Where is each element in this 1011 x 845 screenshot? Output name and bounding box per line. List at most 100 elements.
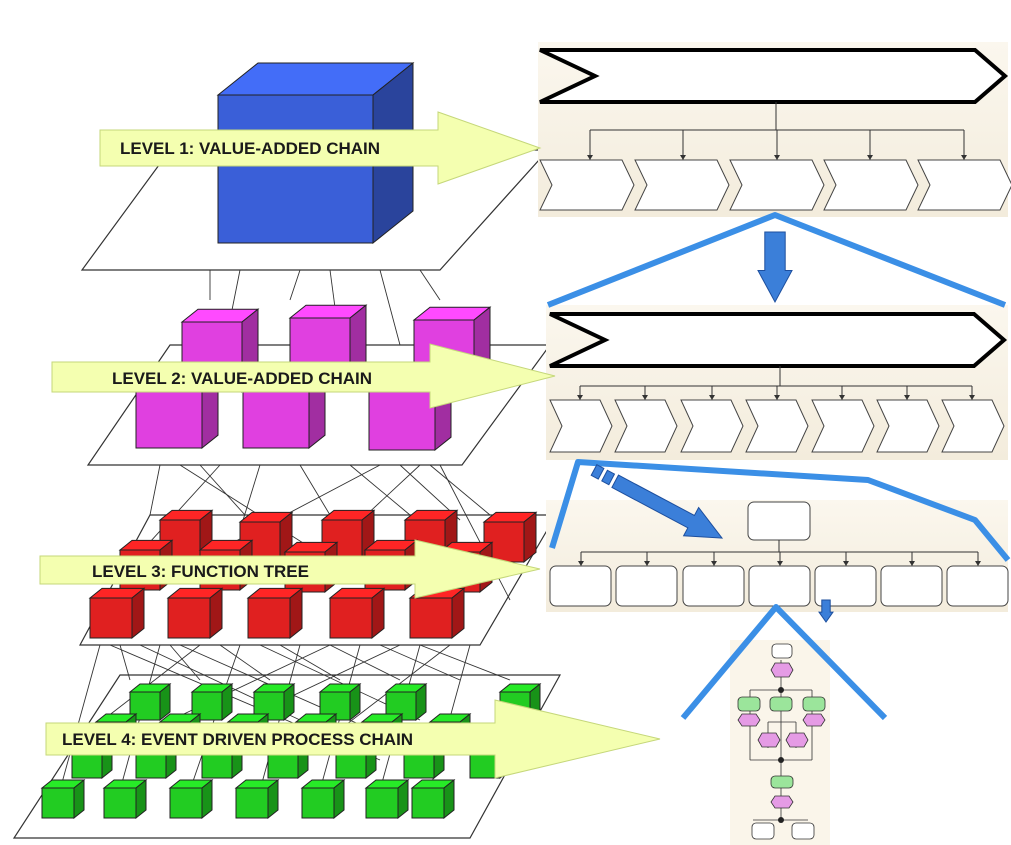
bracket-arrowhead [777,561,783,566]
epc-function [770,775,794,789]
value-added-chain-panel-1 [538,42,1011,217]
function-tree-node [682,565,745,607]
bracket-arrowhead [839,395,845,400]
cube-front-face [103,787,137,819]
bracket-arrowhead [904,395,910,400]
epc-event [770,662,794,678]
cube-front-face [89,597,133,639]
bracket-arrowhead [961,155,967,160]
panel-2-sub-chevron [549,399,613,453]
level-3-cube [246,587,304,640]
bracket-arrowhead [969,395,975,400]
level-4-label-arrow: LEVEL 4: EVENT DRIVEN PROCESS CHAIN [45,699,661,779]
level-2-label-arrow: LEVEL 2: VALUE-ADDED CHAIN [51,343,556,409]
epc-event [770,795,794,809]
connector-line [169,644,201,681]
level-3-cube [166,587,224,640]
level-4-cube [102,778,148,820]
level-1-label-arrow: LEVEL 1: VALUE-ADDED CHAIN [99,111,542,185]
epc-connector-node [778,687,784,693]
cube-front-face [217,94,374,244]
epc-connector-node [778,757,784,763]
panel-1-connector [587,102,967,160]
panel-1-sub-chevron [917,159,1011,211]
function-tree-root [747,501,811,541]
level-3-label-arrow: LEVEL 3: FUNCTION TREE [39,539,541,599]
epc-end-event [791,822,815,840]
panel-3-connector [578,540,981,566]
level-4-cube [234,778,280,820]
connector-line [59,644,101,791]
cube-front-face [167,597,211,639]
function-tree-node [549,565,612,607]
bracket-arrowhead [774,155,780,160]
bracket-arrowhead [709,395,715,400]
cube-front-face [247,597,291,639]
function-tree-node [615,565,678,607]
panel-2-connector [577,366,975,400]
bracket-arrowhead [680,155,686,160]
epc-function [802,696,826,712]
panel-1-sub-chevron [729,159,825,211]
panel-1-sub-chevron [823,159,919,211]
zoom-lines [546,212,1011,721]
function-tree-node [814,565,877,607]
level-2-label: LEVEL 2: VALUE-ADDED CHAIN [112,369,372,388]
cube-front-face [368,381,436,451]
zoom-line-3 [680,604,888,721]
epc-event [737,713,761,727]
level-3-cube [88,587,146,640]
bracket-arrowhead [711,561,717,566]
level-4-cube [40,778,86,820]
level-3-cube [328,587,386,640]
level-4-cube [190,682,234,722]
panel-1-main-chevron [539,48,1009,104]
connector-line [219,644,271,681]
zoom-diagonal-arrow [590,464,724,539]
zoom-arrow-head [611,474,724,539]
connector-line [379,644,461,681]
epc-event [757,732,781,748]
level-4-cube [300,778,346,820]
connector-line [279,644,341,681]
epc-start-event [771,643,793,659]
connector-line [349,464,411,516]
cube-front-face [235,787,269,819]
level-4-cube [364,778,410,820]
epc-function [737,696,761,712]
level-3-label: LEVEL 3: FUNCTION TREE [92,562,309,581]
bracket-arrowhead [577,395,583,400]
cube-front-face [329,597,373,639]
bracket-arrowhead [909,561,915,566]
level-label-arrows: LEVEL 1: VALUE-ADDED CHAIN LEVEL 2: VALU… [39,111,661,779]
epc-event [802,713,826,727]
connector-line [379,269,401,346]
level-4-cube [168,778,214,820]
event-driven-process-chain-panel [730,640,830,845]
zoom-arrow-dash [590,464,605,480]
epc-function [769,696,793,712]
cube-front-face [411,787,445,819]
zoom-down-arrow-3 [818,599,834,623]
connector-line [289,269,301,301]
panel-2-sub-chevron [941,399,1005,453]
bracket-arrowhead [774,395,780,400]
connector-line [329,644,401,681]
level-4-cube [410,778,456,820]
cube-front-face [41,787,75,819]
cube-front-face [365,787,399,819]
level-4-label: LEVEL 4: EVENT DRIVEN PROCESS CHAIN [62,730,413,749]
epc-connector-node [778,817,784,823]
bracket-arrowhead [587,155,593,160]
connector-line [199,464,246,516]
panel-1-sub-chevron [634,159,730,211]
panel-2-sub-chevron [680,399,744,453]
connector-line [149,464,161,516]
bracket-arrowhead [867,155,873,160]
level-1-arrow-shape [99,111,542,185]
zoom-line-2 [549,459,1011,562]
level-3-arrow-shape [39,539,541,599]
zoom-down-arrow-1 [757,231,793,304]
cube-front-face [301,787,335,819]
